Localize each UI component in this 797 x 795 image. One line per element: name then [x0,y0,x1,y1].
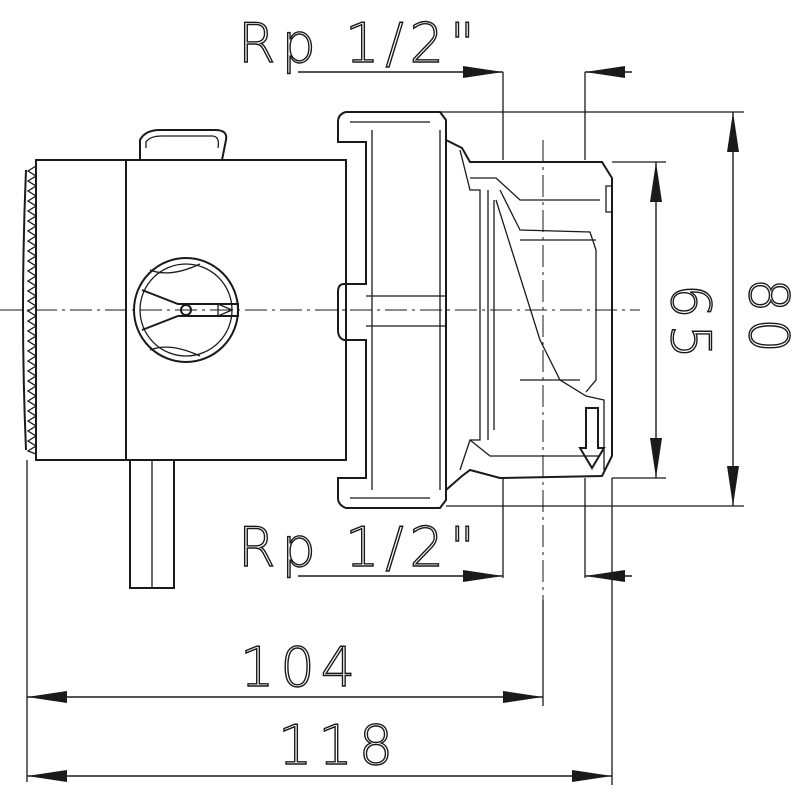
diameter-65-label: 65 [659,284,722,365]
outlet-housing [445,139,613,491]
knurled-grip [22,165,38,455]
bottom-stem [129,460,175,589]
selector-knob [133,257,239,363]
dimension-118 [27,478,613,785]
dimension-104 [26,460,544,782]
dimension-thread-bottom [298,478,632,582]
diameter-80-label: 80 [737,278,797,359]
length-104-label: 104 [240,636,361,699]
thread-top-label: Rp 1/2" [238,12,481,75]
top-cap [139,129,228,161]
thread-bottom-label: Rp 1/2" [238,516,481,579]
dimension-80 [440,111,744,507]
dimension-65 [612,161,666,479]
length-118-label: 118 [278,714,399,777]
dimension-thread-top [298,66,632,160]
centerlines [0,140,640,700]
flange-nut [337,111,447,509]
